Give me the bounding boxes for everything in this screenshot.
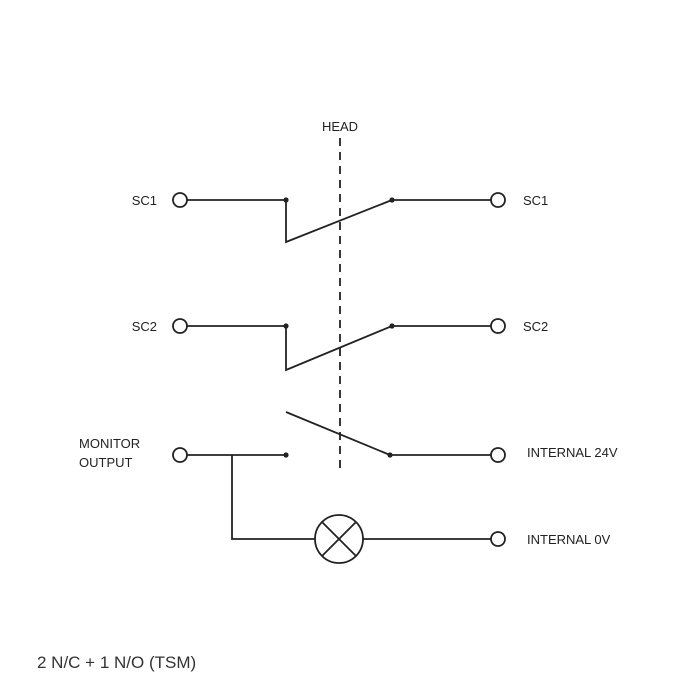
lamp-branch-wire (231, 455, 315, 540)
monitor-label-line1: MONITOR (79, 436, 140, 451)
indicator-lamp-icon (314, 514, 364, 564)
right-sc1-terminal (490, 192, 506, 208)
sc1-nc-contact-blade (285, 199, 393, 244)
left-sc2-terminal (172, 318, 188, 334)
monitor-output-terminal (172, 447, 188, 463)
diagram-caption: 2 N/C + 1 N/O (TSM) (37, 653, 197, 672)
left-sc2-label: SC2 (132, 319, 157, 334)
monitor-no-contact-blade (285, 411, 391, 456)
monitor-contact-point-left (283, 452, 289, 458)
internal-0v-terminal (490, 531, 506, 547)
right-sc1-label: SC1 (523, 193, 548, 208)
internal-0v-label: INTERNAL 0V (527, 532, 611, 547)
left-sc1-terminal (172, 192, 188, 208)
sc1-circuit: SC1 SC1 (132, 192, 548, 244)
sc2-nc-contact-blade (285, 325, 393, 372)
lamp-circuit: INTERNAL 0V (231, 455, 611, 564)
sc2-circuit: SC2 SC2 (132, 318, 548, 372)
right-sc2-label: SC2 (523, 319, 548, 334)
left-sc1-label: SC1 (132, 193, 157, 208)
monitor-label-line2: OUTPUT (79, 455, 133, 470)
head-label: HEAD (322, 119, 358, 134)
internal-24v-terminal (490, 447, 506, 463)
right-sc2-terminal (490, 318, 506, 334)
monitor-circuit: MONITOR OUTPUT INTERNAL 24V (79, 411, 618, 470)
internal-24v-label: INTERNAL 24V (527, 445, 618, 460)
